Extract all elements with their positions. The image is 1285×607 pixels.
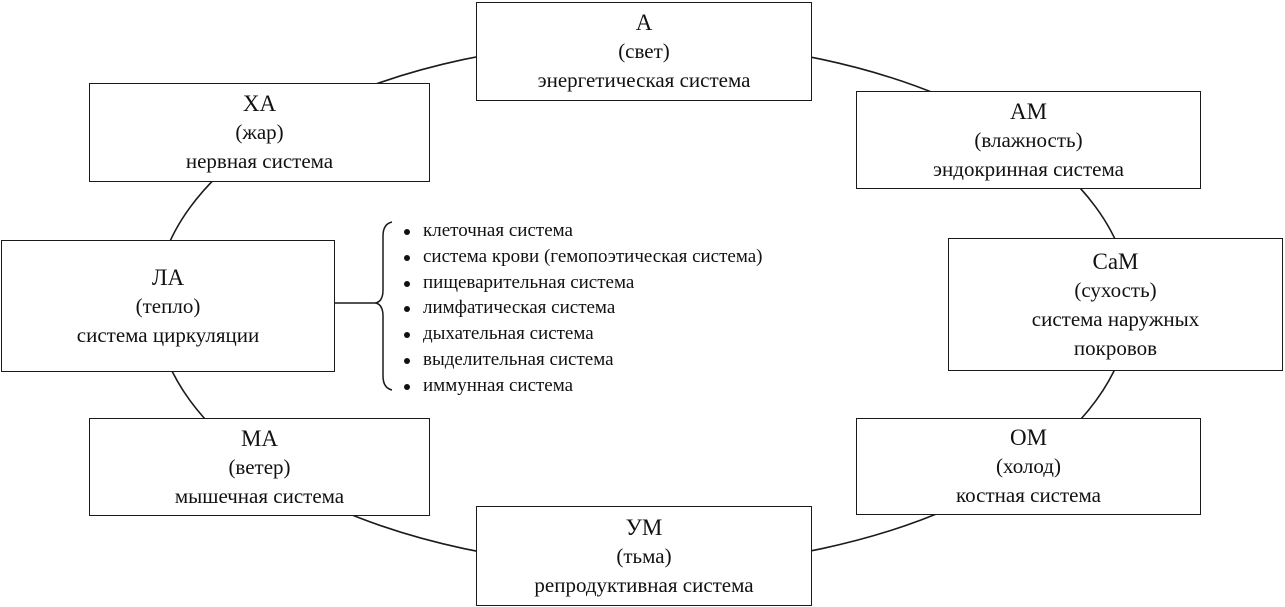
node-system: костная система (956, 483, 1101, 507)
node-system: система циркуляции (76, 322, 260, 347)
node-code: СаМ (1092, 248, 1139, 274)
list-item: клеточная система (398, 218, 763, 244)
node-code: ОМ (1009, 425, 1048, 450)
node-code: МА (240, 425, 279, 451)
node-system: репродуктивная система (534, 572, 754, 597)
list-item: дыхательная система (398, 321, 763, 347)
node-element: (свет) (618, 39, 670, 63)
node-system-continued: покровов (1073, 335, 1158, 360)
node-code: УМ (625, 514, 663, 540)
node-system: система наружных (1031, 306, 1200, 331)
node-ma-wind-muscular: МА (ветер) мышечная система (89, 418, 430, 516)
node-system: нервная система (185, 149, 334, 173)
list-item: иммунная система (398, 373, 763, 399)
node-element: (жар) (235, 120, 284, 144)
node-system: энергетическая система (537, 68, 751, 92)
list-item: система крови (гемопоэтическая система) (398, 244, 763, 270)
node-la-warmth-circulatory: ЛА (тепло) система циркуляции (1, 240, 335, 372)
subsystem-list: клеточная система система крови (гемопоэ… (398, 218, 763, 399)
node-cam-dryness-integumentary: СаМ (сухость) система наружных покровов (948, 238, 1283, 371)
node-code: А (635, 10, 653, 35)
node-am-humidity-endocrine: АМ (влажность) эндокринная система (856, 91, 1201, 189)
list-item: пищеварительная система (398, 270, 763, 296)
node-a-light-energy: А (свет) энергетическая система (476, 2, 812, 101)
node-code: АМ (1009, 98, 1048, 124)
node-element: (холод) (996, 454, 1061, 478)
node-system: эндокринная система (933, 156, 1124, 181)
node-element: (ветер) (228, 454, 291, 479)
node-element: (влажность) (974, 127, 1083, 152)
list-item: лимфатическая система (398, 295, 763, 321)
node-element: (тепло) (135, 293, 201, 318)
node-code: ХА (242, 91, 277, 116)
node-element: (тьма) (616, 543, 672, 568)
node-system: мышечная система (174, 483, 345, 508)
node-xa-heat-nervous: ХА (жар) нервная система (89, 83, 430, 182)
node-um-darkness-reproductive: УМ (тьма) репродуктивная система (476, 506, 812, 606)
node-om-cold-skeletal: ОМ (холод) костная система (856, 418, 1201, 515)
list-item: выделительная система (398, 347, 763, 373)
node-code: ЛА (151, 264, 185, 290)
curly-brace (373, 221, 393, 391)
node-element: (сухость) (1074, 277, 1157, 302)
